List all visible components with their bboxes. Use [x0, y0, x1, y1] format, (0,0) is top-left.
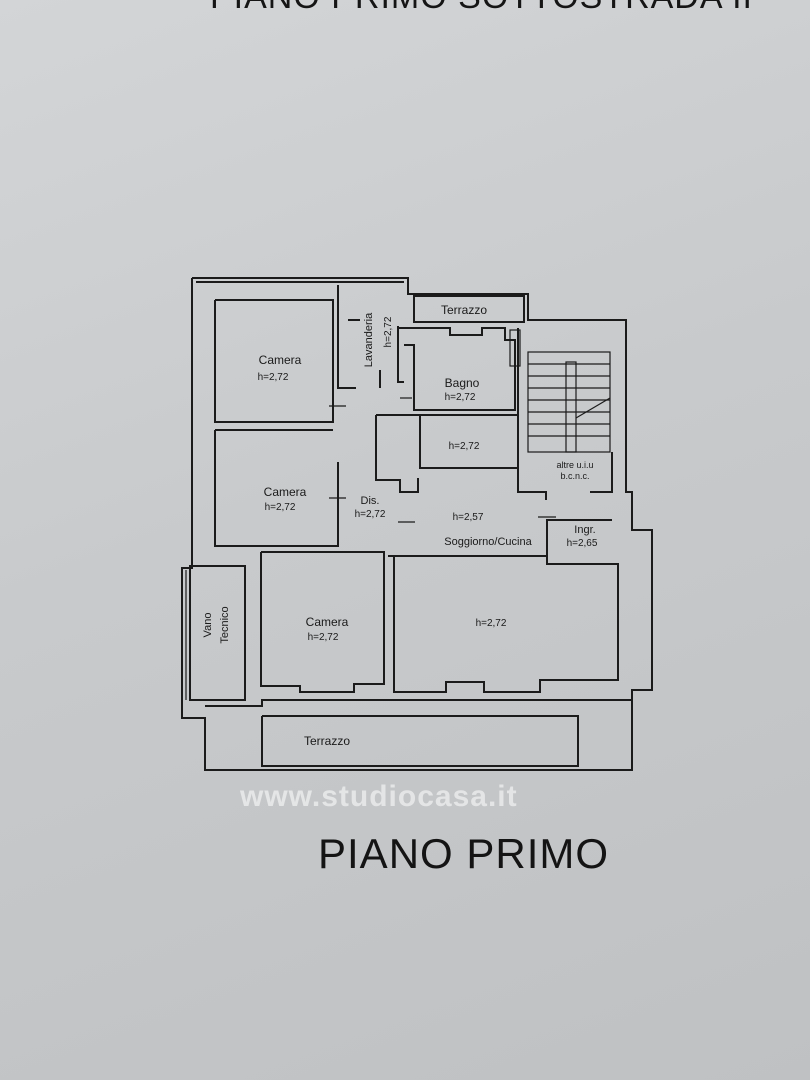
room-vano-tecnico-name: Vano — [202, 613, 214, 638]
room-soggiorno-name: Soggiorno/Cucina — [444, 536, 532, 548]
room-living-height: h=2,72 — [476, 618, 507, 629]
room-labels: Camera h=2,72 Lavanderia h=2,72 Terrazzo… — [202, 303, 598, 748]
room-bagno-name: Bagno — [445, 376, 480, 390]
common-parts-code: b.c.n.c. — [560, 471, 589, 481]
walls — [181, 277, 653, 771]
room-lavanderia-height: h=2,72 — [383, 316, 394, 347]
room-ingresso-height: h=2,65 — [567, 538, 598, 549]
stair-treads — [528, 363, 611, 437]
watermark: www.studiocasa.it — [240, 780, 518, 813]
room-vano-tecnico-name-2: Tecnico — [219, 606, 231, 643]
room-camera-2-name: Camera — [264, 485, 307, 499]
room-ingresso-name: Ingr. — [574, 524, 595, 536]
room-bagno-height: h=2,72 — [445, 392, 476, 403]
common-parts-label: altre u.i.u — [556, 460, 593, 470]
room-closet-height: h=2,72 — [449, 441, 480, 452]
room-camera-1-name: Camera — [259, 353, 302, 367]
room-camera-3-name: Camera — [306, 615, 349, 629]
room-lavanderia-name: Lavanderia — [363, 312, 375, 367]
room-dis-height: h=2,72 — [355, 509, 386, 520]
room-camera-2-height: h=2,72 — [265, 502, 296, 513]
room-camera-1-height: h=2,72 — [258, 372, 289, 383]
cut-off-header-title: PIANO PRIMO SOTTOSTRADA II — [210, 0, 753, 17]
plan-title: PIANO PRIMO — [318, 830, 610, 877]
room-terrazzo-bottom-name: Terrazzo — [304, 734, 350, 748]
room-camera-3-height: h=2,72 — [308, 632, 339, 643]
room-dis-name: Dis. — [361, 495, 380, 507]
room-terrazzo-top-name: Terrazzo — [441, 303, 487, 317]
room-soggiorno-height: h=2,57 — [453, 512, 484, 523]
